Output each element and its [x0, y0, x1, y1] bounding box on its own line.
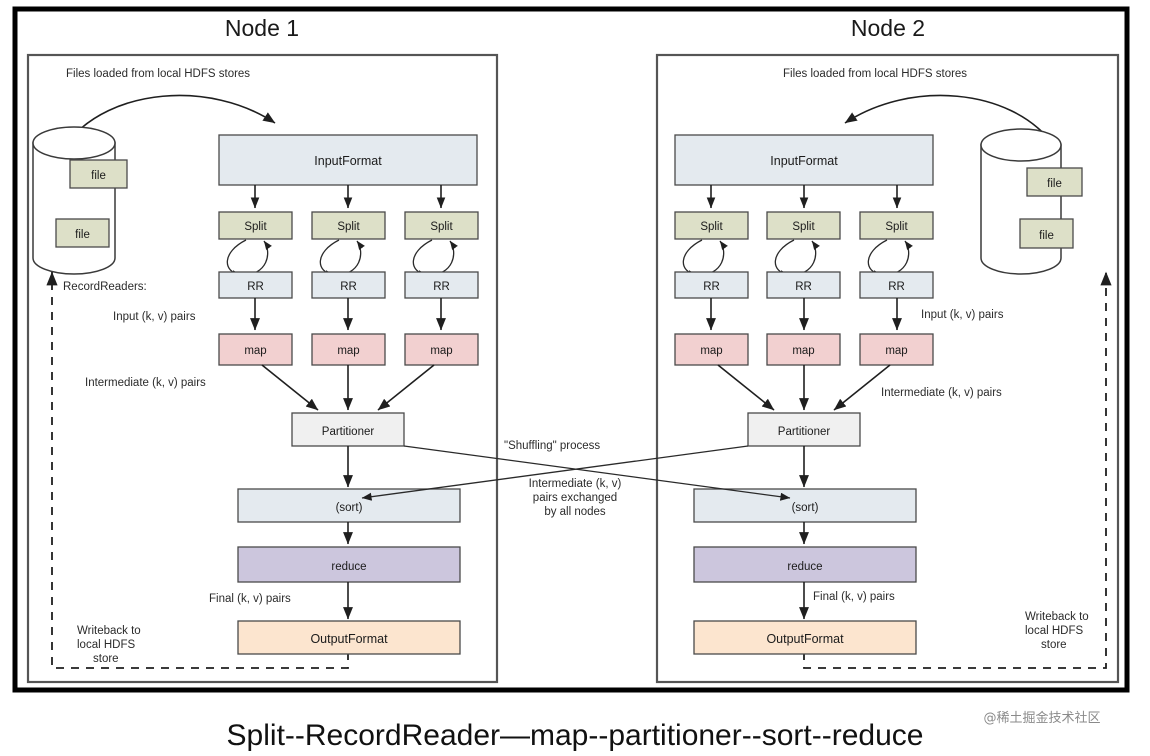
watermark-label: @稀土掘金技术社区 [983, 710, 1100, 726]
node-1-partitioner-box [291, 412, 405, 447]
node-2-writeback-path [803, 271, 1112, 669]
shuffle-desc-line3: by all nodes [544, 506, 606, 518]
node-2-map-label-2: map [792, 345, 814, 357]
node-1-rr-label-1: RR [247, 281, 264, 293]
node-2-file-box-2 [1019, 218, 1074, 249]
node-2-outputformat-label: OutputFormat [766, 632, 844, 646]
node-1-reduce-box [237, 546, 461, 583]
node-1-split-label-1: Split [244, 221, 267, 233]
node-1-map-box-2 [311, 333, 386, 366]
node-1-outputformat-label: OutputFormat [310, 632, 388, 646]
node-1-split-box-1 [218, 211, 293, 240]
node-2-rr-box-3 [859, 271, 934, 299]
node-1-writeback-line2: local HDFS [77, 639, 135, 651]
node-2-writeback-line1: Writeback to [1025, 611, 1089, 623]
shuffle-line-node1-to-node2 [403, 445, 791, 501]
node-1-split-label-2: Split [337, 221, 360, 233]
node-2-inputformat-box [674, 134, 934, 186]
node-2-outputformat-box [693, 620, 917, 655]
node-1-map-label-2: map [337, 345, 359, 357]
shuffle-line-node2-to-node1 [361, 445, 749, 501]
node-2-sort-box [693, 488, 917, 523]
node-1-split-box-2 [311, 211, 386, 240]
node-1-sort-box [237, 488, 461, 523]
node-2-rr-label-3: RR [888, 281, 905, 293]
node-2-map-to-partitioner-3 [833, 364, 891, 411]
node-1-input-pairs-label: Input (k, v) pairs [113, 311, 196, 323]
node-1-writeback-line3: store [93, 653, 119, 665]
shuffle-desc-line1: Intermediate (k, v) [529, 478, 622, 490]
node-2-files-loaded-label: Files loaded from local HDFS stores [783, 68, 967, 80]
figure-caption: Split--RecordReader—map--partitioner--so… [227, 719, 924, 752]
node-2-rr-box-2 [766, 271, 841, 299]
node-2-inputformat-label: InputFormat [770, 154, 838, 168]
node-1-split-box-3 [404, 211, 479, 240]
node-2-reduce-label: reduce [787, 561, 822, 573]
node-2-title: Node 2 [851, 15, 925, 41]
shuffle-desc-line2: pairs exchanged [533, 492, 617, 504]
node-1-final-pairs-label: Final (k, v) pairs [209, 593, 291, 605]
node-1-hdfs-store [32, 126, 116, 275]
node-1-inputformat-label: InputFormat [314, 154, 382, 168]
node-1-file-label-1: file [91, 170, 106, 182]
node-1-file-box-2 [55, 218, 110, 248]
node-2-partitioner-box [747, 412, 861, 447]
node-1-writeback-line1: Writeback to [77, 625, 141, 637]
node-2-file-box-1 [1026, 167, 1083, 197]
node-1-reduce-label: reduce [331, 561, 366, 573]
node-1-rr-box-2 [311, 271, 386, 299]
node-2-file-label-2: file [1039, 230, 1054, 242]
node-2-intermediate-pairs-label: Intermediate (k, v) pairs [881, 387, 1002, 399]
node-1-recordreaders-label: RecordReaders: [63, 281, 147, 293]
node-2-map-to-partitioner-1 [717, 364, 775, 411]
node-1-rr-label-2: RR [340, 281, 357, 293]
node-1-writeback-path [46, 271, 349, 669]
node-2-input-pairs-label: Input (k, v) pairs [921, 309, 1004, 321]
node-2-sort-label: (sort) [792, 502, 819, 514]
node-2-split-box-3 [859, 211, 934, 240]
node-2-final-pairs-label: Final (k, v) pairs [813, 591, 895, 603]
node-2-split-label-2: Split [792, 221, 815, 233]
shuffle-title-label: "Shuffling" process [504, 440, 600, 452]
node-2-split-box-1 [674, 211, 749, 240]
node-2-file-label-1: file [1047, 178, 1062, 190]
node-1-inputformat-box [218, 134, 478, 186]
node-2-rr-label-2: RR [795, 281, 812, 293]
node-2-hdfs-store [980, 128, 1062, 275]
node-2-split-box-2 [766, 211, 841, 240]
node-2-rr-label-1: RR [703, 281, 720, 293]
node-1-split-label-3: Split [430, 221, 453, 233]
node-1-map-to-partitioner-1 [261, 364, 319, 411]
node-1-sort-label: (sort) [336, 502, 363, 514]
node-2-load-arrow [844, 94, 1053, 144]
node-1-partitioner-label: Partitioner [322, 426, 375, 438]
node-2-partitioner-label: Partitioner [778, 426, 831, 438]
node-1-map-box-3 [404, 333, 479, 366]
node-1-map-label-3: map [430, 345, 452, 357]
node-1-intermediate-pairs-label: Intermediate (k, v) pairs [85, 377, 206, 389]
node-1-files-loaded-label: Files loaded from local HDFS stores [66, 68, 250, 80]
node-2-reduce-box [693, 546, 917, 583]
node-1-load-arrow [66, 94, 276, 144]
node-1-rr-label-3: RR [433, 281, 450, 293]
node-2-map-box-1 [674, 333, 749, 366]
node-1-title: Node 1 [225, 15, 299, 41]
node-2-writeback-line2: local HDFS [1025, 625, 1083, 637]
node-1-map-box-1 [218, 333, 293, 366]
node-1-map-to-partitioner-3 [377, 364, 435, 411]
node-2-map-box-2 [766, 333, 841, 366]
node-1-file-box-1 [69, 159, 128, 189]
node-2-split-label-1: Split [700, 221, 723, 233]
node-1-file-label-2: file [75, 229, 90, 241]
node-2-map-label-3: map [885, 345, 907, 357]
node-2-split-label-3: Split [885, 221, 908, 233]
node-2-writeback-line3: store [1041, 639, 1067, 651]
node-2-map-label-1: map [700, 345, 722, 357]
node-1-map-label-1: map [244, 345, 266, 357]
node-2-map-box-3 [859, 333, 934, 366]
node-1-outputformat-box [237, 620, 461, 655]
